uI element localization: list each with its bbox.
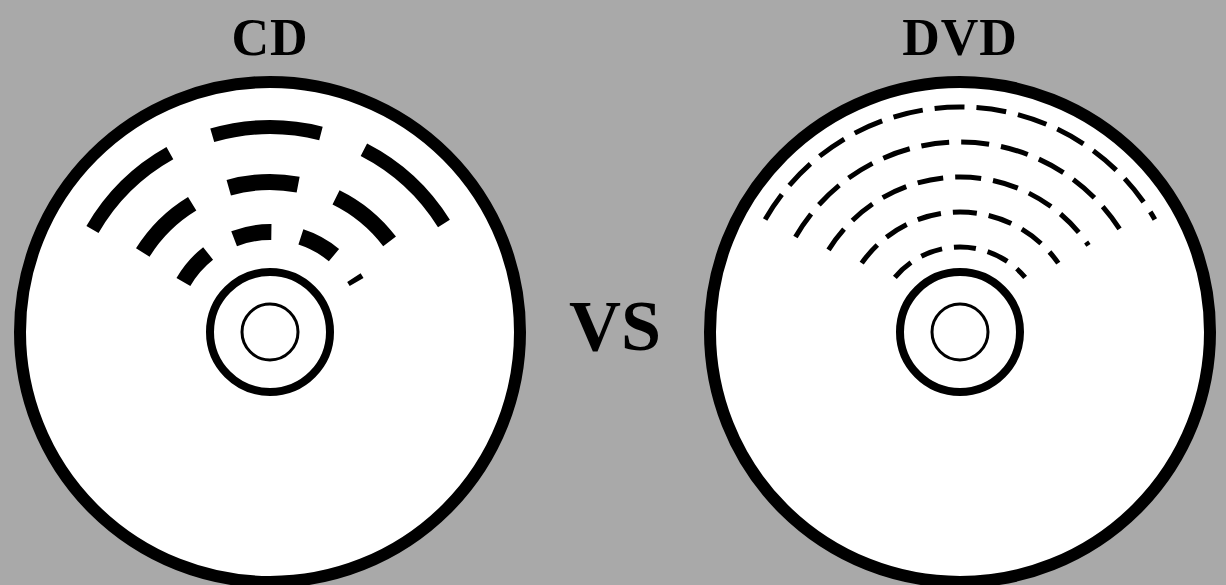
disc-drawing [690, 0, 1226, 585]
data-track [765, 107, 1155, 220]
disc-hole [242, 304, 298, 360]
data-track [795, 142, 1121, 237]
disc-hub [210, 272, 330, 392]
disc-heading: CD [2, 8, 538, 68]
data-track [92, 127, 447, 230]
disc-hole [932, 304, 988, 360]
disc-outline [20, 82, 520, 582]
disc-hub [900, 272, 1020, 392]
disc: CD [2, 0, 538, 585]
data-track [862, 212, 1059, 263]
disc-drawing [2, 0, 538, 585]
disc: DVD [690, 0, 1226, 585]
disc-heading: DVD [692, 8, 1226, 68]
data-track [829, 177, 1089, 250]
data-track [143, 182, 397, 253]
disc-outline [710, 82, 1210, 582]
versus-label: VS [555, 286, 675, 366]
